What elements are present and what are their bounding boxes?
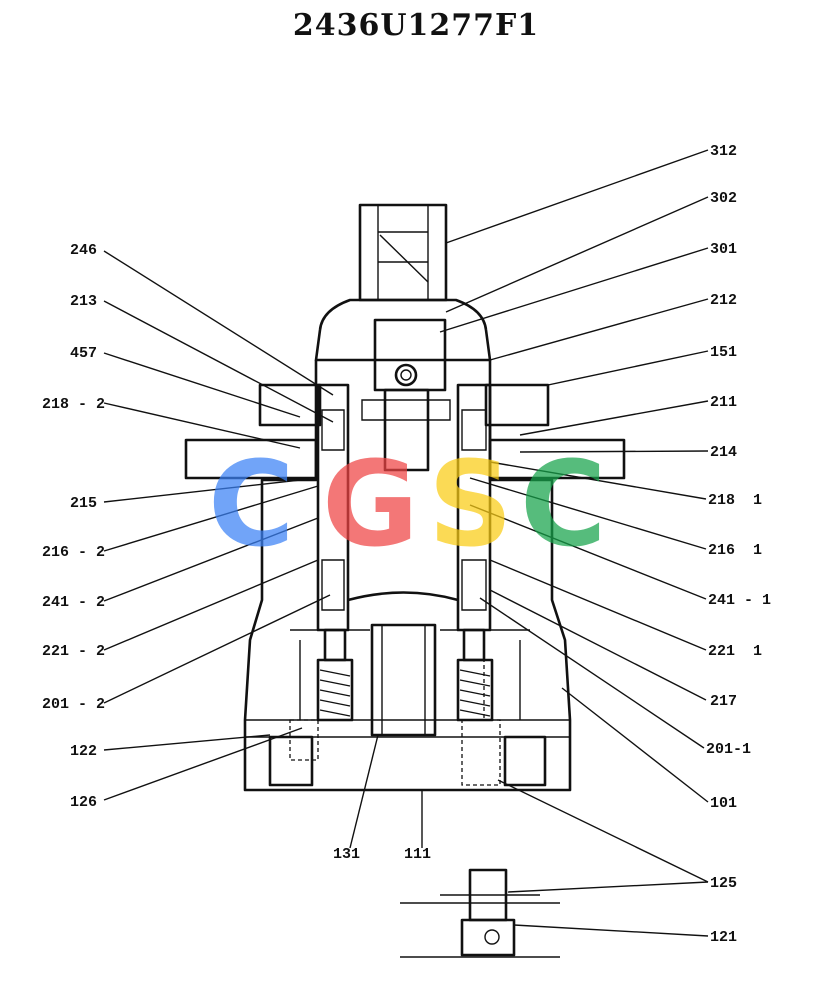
callout-201-1: 201-1 bbox=[706, 741, 751, 758]
callout-241-2: 241 - 2 bbox=[42, 594, 105, 611]
callout-214: 214 bbox=[710, 444, 737, 461]
watermark-letter-s: S bbox=[428, 435, 513, 573]
callout-301: 301 bbox=[710, 241, 737, 258]
callout-211: 211 bbox=[710, 394, 737, 411]
callout-212: 212 bbox=[710, 292, 737, 309]
watermark-letter-c1: C bbox=[208, 435, 295, 573]
callout-151: 151 bbox=[710, 344, 737, 361]
callout-302: 302 bbox=[710, 190, 737, 207]
callout-121: 121 bbox=[710, 929, 737, 946]
callout-241-1: 241 - 1 bbox=[708, 592, 771, 609]
drawing-title: 2436U1277F1 bbox=[292, 8, 540, 43]
callout-122: 122 bbox=[70, 743, 97, 760]
callout-125: 125 bbox=[710, 875, 737, 892]
callout-labels: 312 302 301 212 151 211 214 218 1 216 1 … bbox=[42, 143, 771, 946]
watermark: C G S C bbox=[208, 435, 607, 573]
callout-216-1: 216 1 bbox=[708, 542, 762, 559]
callout-131: 131 bbox=[333, 846, 360, 863]
callout-216-2: 216 - 2 bbox=[42, 544, 105, 561]
watermark-letter-c2: C bbox=[520, 435, 607, 573]
callout-246: 246 bbox=[70, 242, 97, 259]
callout-217: 217 bbox=[710, 693, 737, 710]
callout-218-2: 218 - 2 bbox=[42, 396, 105, 413]
callout-218-1: 218 1 bbox=[708, 492, 762, 509]
callout-221-1: 221 1 bbox=[708, 643, 762, 660]
callout-457: 457 bbox=[70, 345, 97, 362]
callout-312: 312 bbox=[710, 143, 737, 160]
callout-215: 215 bbox=[70, 495, 97, 512]
leader-lines bbox=[103, 149, 709, 937]
detail-view bbox=[400, 868, 560, 958]
callout-126: 126 bbox=[70, 794, 97, 811]
callout-213: 213 bbox=[70, 293, 97, 310]
callout-221-2: 221 - 2 bbox=[42, 643, 105, 660]
callout-201-2: 201 - 2 bbox=[42, 696, 105, 713]
watermark-letter-g: G bbox=[322, 435, 419, 573]
valve-assembly bbox=[184, 203, 626, 792]
callout-101: 101 bbox=[710, 795, 737, 812]
callout-111: 111 bbox=[404, 846, 431, 863]
